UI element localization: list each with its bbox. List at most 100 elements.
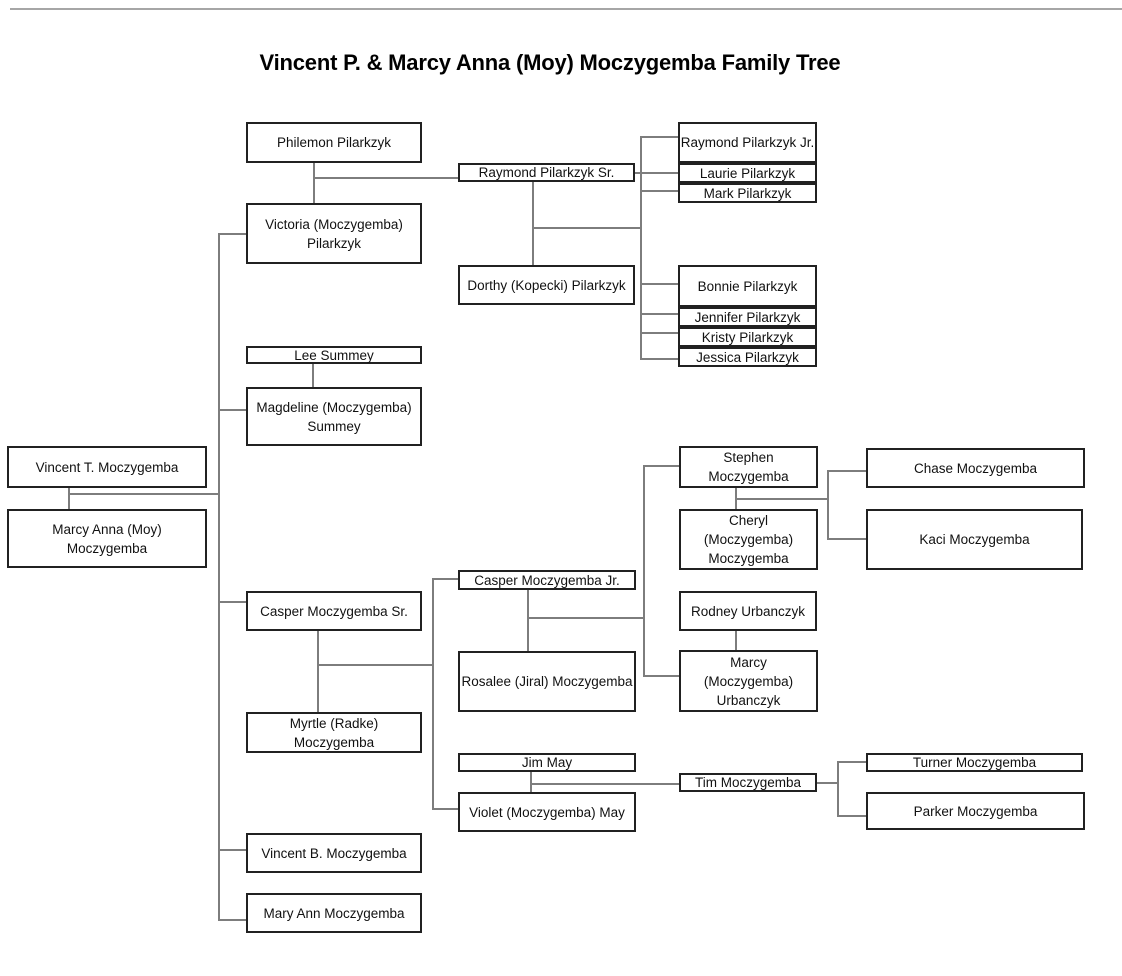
person-name-line: Magdeline (Moczygemba) (256, 399, 412, 415)
person-box-philemon: Philemon Pilarkzyk (246, 122, 422, 163)
person-name-line: Philemon Pilarkzyk (276, 135, 392, 150)
person-name-line: Moczygemba (293, 734, 375, 750)
person-box-bonnie: Bonnie Pilarkzyk (678, 265, 817, 307)
person-name-line: (Moczygemba) (703, 532, 794, 547)
person-name-line: (Moczygemba) (703, 673, 794, 689)
connector-line (640, 136, 642, 358)
connector-line (827, 538, 867, 540)
connector-line (432, 808, 458, 810)
person-box-raymond-sr: Raymond Pilarkzyk Sr. (458, 163, 635, 182)
person-name-line: Kaci Moczygemba (919, 532, 1030, 547)
person-box-casper-sr: Casper Moczygemba Sr. (246, 591, 422, 631)
person-name-line: Pilarkzyk (306, 235, 361, 251)
connector-line (643, 465, 645, 675)
connector-line (313, 177, 458, 179)
person-box-dorthy: Dorthy (Kopecki) Pilarkzyk (458, 265, 635, 305)
person-name-line: Urbanczyk (716, 692, 781, 708)
connector-line (640, 283, 678, 285)
person-box-marcy-urbanczyk: Marcy (Moczygemba) Urbanczyk (679, 650, 818, 712)
person-name-line: Casper Moczygemba Sr. (260, 603, 408, 619)
connector-line (530, 772, 532, 792)
connector-line (218, 919, 246, 921)
connector-line (218, 233, 246, 235)
connector-line (218, 233, 220, 919)
connector-line (218, 601, 246, 603)
person-name-line: Lee Summey (294, 347, 374, 363)
connector-line (218, 849, 246, 851)
connector-line (837, 761, 839, 815)
person-name-line: Bonnie Pilarkzyk (697, 278, 798, 294)
connector-line (68, 488, 70, 509)
person-name-line: Moczygemba (708, 551, 789, 566)
connector-line (837, 761, 866, 763)
connector-line (218, 409, 246, 411)
person-name-line: Jim May (521, 755, 573, 770)
person-box-jim: Jim May (458, 753, 636, 772)
person-box-vincent-t: Vincent T. Moczygemba (7, 446, 207, 488)
person-name-line: Myrtle (Radke) (289, 715, 379, 731)
connector-line (735, 631, 737, 650)
connector-line (640, 190, 678, 192)
person-name-line: Vincent T. Moczygemba (35, 459, 179, 475)
connector-line (640, 358, 678, 360)
connector-line (640, 313, 678, 315)
connector-line (530, 783, 679, 785)
person-box-raymond-jr: Raymond Pilarkzyk Jr. (678, 122, 817, 163)
person-box-chase: Chase Moczygemba (866, 448, 1085, 488)
person-box-kaci: Kaci Moczygemba (866, 509, 1083, 570)
person-name-line: Mark Pilarkzyk (703, 185, 792, 201)
person-name-line: Mary Ann Moczygemba (263, 905, 405, 921)
connector-line (432, 578, 458, 580)
person-name-line: Moczygemba (66, 540, 148, 556)
person-name-line: Summey (307, 418, 361, 434)
connector-line (317, 631, 319, 712)
connector-line (643, 465, 679, 467)
person-box-violet: Violet (Moczygemba) May (458, 792, 636, 832)
connector-line (527, 590, 529, 651)
person-name-line: Chase Moczygemba (913, 460, 1038, 476)
person-name-line: Victoria (Moczygemba) (265, 216, 403, 232)
connector-line (735, 498, 827, 500)
person-box-parker: Parker Moczygemba (866, 792, 1085, 830)
person-box-rodney: Rodney Urbanczyk (679, 591, 817, 631)
connector-line (827, 470, 867, 472)
person-box-jennifer: Jennifer Pilarkzyk (678, 307, 817, 327)
connector-line (312, 364, 314, 387)
person-name-line: Rosalee (Jiral) Moczygemba (461, 674, 633, 689)
person-name-line: Laurie Pilarkzyk (699, 165, 796, 181)
person-name-line: Cheryl (728, 513, 768, 528)
person-name-line: Jessica Pilarkzyk (696, 349, 799, 365)
connector-line (532, 227, 640, 229)
person-box-laurie: Laurie Pilarkzyk (678, 163, 817, 183)
person-box-magdeline: Magdeline (Moczygemba) Summey (246, 387, 422, 446)
connector-line (317, 664, 432, 666)
person-box-rosalee: Rosalee (Jiral) Moczygemba (458, 651, 636, 712)
top-divider-line (10, 8, 1122, 10)
connector-line (837, 815, 866, 817)
connector-line (643, 675, 679, 677)
connector-line (827, 470, 829, 538)
person-box-jessica: Jessica Pilarkzyk (678, 347, 817, 367)
person-box-turner: Turner Moczygemba (866, 753, 1083, 772)
connector-line (640, 136, 678, 138)
connector-line (532, 182, 534, 265)
person-box-victoria: Victoria (Moczygemba) Pilarkzyk (246, 203, 422, 264)
person-box-lee: Lee Summey (246, 346, 422, 364)
person-name-line: Marcy Anna (Moy) (52, 521, 162, 537)
person-name-line: Marcy (730, 654, 767, 670)
person-name-line: Vincent B. Moczygemba (261, 845, 407, 861)
person-name-line: Tim Moczygemba (694, 775, 802, 790)
person-box-marcy-anna: Marcy Anna (Moy) Moczygemba (7, 509, 207, 568)
person-name-line: Turner Moczygemba (912, 755, 1037, 770)
person-box-mary-ann: Mary Ann Moczygemba (246, 893, 422, 933)
connector-line (313, 163, 315, 203)
person-box-casper-jr: Casper Moczygemba Jr. (458, 570, 636, 590)
connector-line (635, 172, 678, 174)
connector-line (68, 493, 218, 495)
person-box-myrtle: Myrtle (Radke) Moczygemba (246, 712, 422, 753)
connector-line (432, 578, 434, 808)
connector-line (817, 782, 837, 784)
connector-line (527, 617, 643, 619)
